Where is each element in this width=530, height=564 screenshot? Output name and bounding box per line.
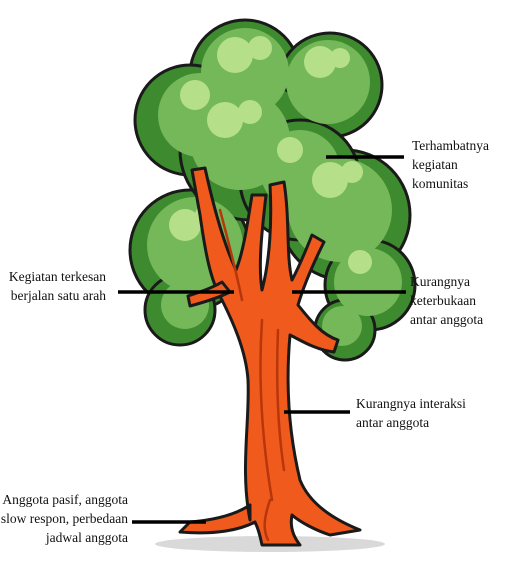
label-mid-left: Kegiatan terkesan berjalan satu arah bbox=[9, 267, 106, 305]
label-roots-left: Anggota pasif, anggota slow respon, perb… bbox=[1, 490, 128, 547]
label-mid-right: Kurangnya keterbukaan antar anggota bbox=[410, 272, 530, 329]
label-top-right: Terhambatnya kegiatan komunitas bbox=[412, 136, 530, 193]
label-trunk-right: Kurangnya interaksi antar anggota bbox=[356, 394, 466, 432]
